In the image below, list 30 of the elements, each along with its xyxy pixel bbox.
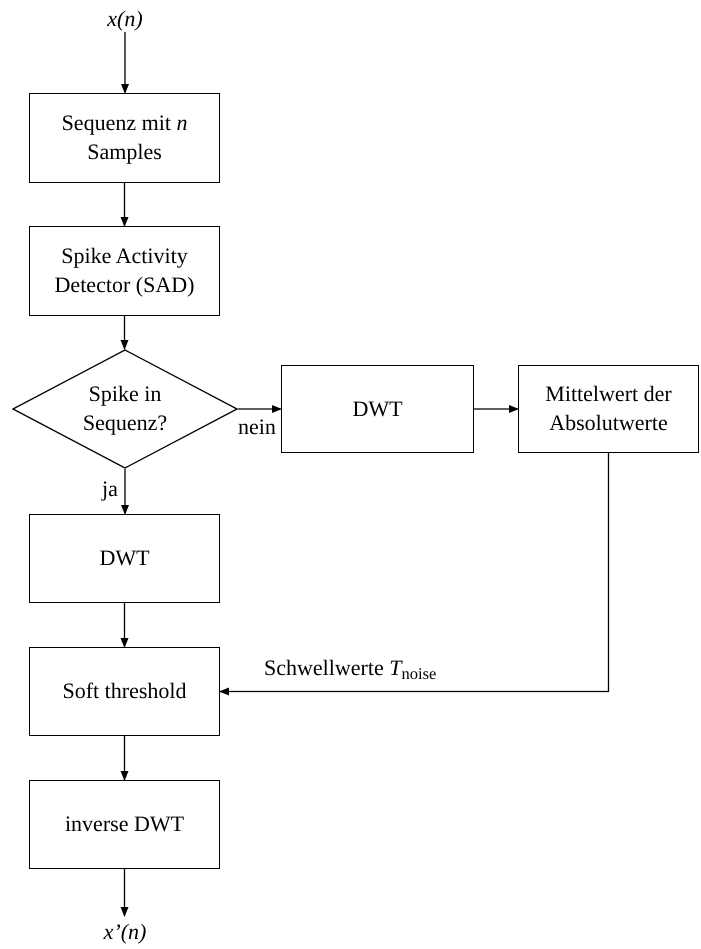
- process-box: [29, 514, 220, 603]
- node-label: Spike in Sequenz?: [82, 380, 168, 437]
- arrow: [120, 603, 128, 648]
- node-label: DWT: [98, 544, 151, 572]
- process-box: [29, 780, 220, 869]
- arrow: [121, 469, 129, 515]
- node-label: inverse DWT: [64, 810, 186, 838]
- arrow: [219, 453, 610, 696]
- edge-label: ja: [100, 478, 120, 500]
- node-label: Mittelwert der Absolutwerte: [544, 380, 673, 437]
- node-label: Spike Activity Detector (SAD): [54, 242, 196, 299]
- process-box: [518, 365, 699, 453]
- decision-diamond: [12, 349, 238, 469]
- arrow: [120, 316, 128, 350]
- signal-label: x(n): [95, 4, 155, 32]
- arrow: [121, 32, 129, 94]
- arrow: [120, 869, 128, 917]
- arrow: [120, 183, 128, 227]
- arrow: [474, 405, 519, 413]
- process-box: [29, 226, 220, 316]
- signal-label: x’(n): [90, 916, 160, 946]
- process-box: [29, 93, 220, 183]
- process-box: [29, 647, 220, 736]
- node-label: DWT: [351, 394, 404, 423]
- arrow: [238, 405, 282, 413]
- node-label: Sequenz mit n Samples: [60, 109, 188, 166]
- process-box: [281, 365, 474, 453]
- arrow: [120, 736, 128, 781]
- edge-label: Schwellwerte T$_{noise}$: [262, 657, 438, 679]
- node-label: Soft threshold: [61, 677, 188, 706]
